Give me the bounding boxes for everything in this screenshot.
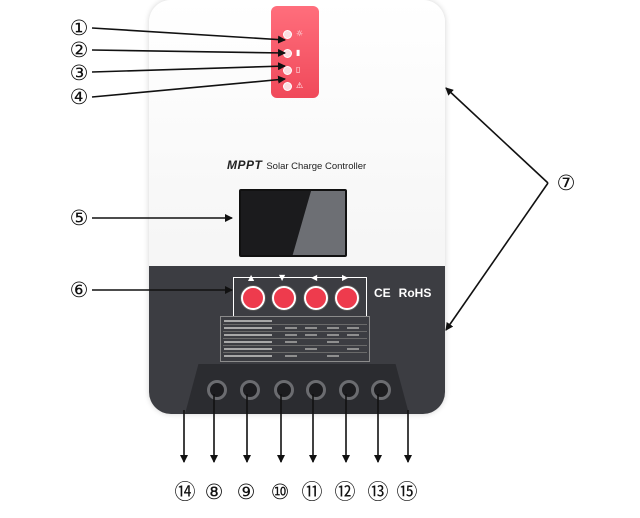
callout-label-2: ② [70,38,89,62]
product-name: Solar Charge Controller [266,161,367,172]
lcd-display [239,189,347,257]
spec-value [285,341,297,343]
right-button[interactable]: ▶ [335,274,359,310]
sun-icon: ☼ [296,29,304,38]
spec-label [224,348,272,350]
led-dot-icon [283,81,292,91]
callout-arrow-7a [445,87,549,184]
callout-label-1: ① [70,16,89,40]
spec-value [305,348,317,350]
led-indicator-1: ☼ [283,28,309,40]
callout-arrow-2 [91,48,286,57]
spec-label [224,334,272,336]
spec-value [285,327,297,329]
arrow-up-icon: ▲ [248,273,255,282]
spec-value [305,327,317,329]
callout-label-4: ④ [70,85,89,109]
battery-full-icon: ▮ [296,48,301,57]
certification-marks: CE RoHS [374,286,431,300]
arrow-down-icon: ▼ [279,273,286,282]
terminal-screw [306,380,326,400]
spec-value [327,341,339,343]
led-dot-icon [283,29,292,39]
spec-value [327,334,339,336]
callout-label-5: ⑤ [70,206,89,230]
rohs-mark: RoHS [398,286,432,300]
spec-label [224,341,272,343]
spec-value [285,355,297,357]
spec-row-divider [223,338,367,339]
callout-label-6: ⑥ [70,278,89,302]
spec-value [347,327,359,329]
spec-value [327,327,339,329]
arrow-left-icon: ◀ [311,273,318,282]
callout-label-8: ⑧ [205,480,224,504]
ce-mark: CE [374,286,391,300]
spec-value [347,348,359,350]
spec-table [220,316,370,362]
led-indicator-4: ⚠ [283,80,309,92]
terminal-screw [339,380,359,400]
callout-label-13: ⑬ [368,480,389,504]
callout-arrow-7b [445,182,549,331]
callout-arrow-1 [91,27,286,44]
callout-label-3: ③ [70,61,89,85]
terminal-screw [371,380,391,400]
callout-label-10: ⑩ [271,480,290,504]
callout-label-9: ⑨ [237,480,256,504]
callout-arrow-4 [91,75,286,98]
spec-row-divider [223,345,367,346]
terminal-screw [274,380,294,400]
callout-label-7: ⑦ [557,171,576,195]
spec-value [285,334,297,336]
spec-row-divider [223,331,367,332]
down-button[interactable]: ▼ [272,274,296,310]
callout-label-14: ⑭ [175,480,196,504]
left-button[interactable]: ◀ [304,274,328,310]
spec-row-divider [223,352,367,353]
callout-label-15: ⑮ [397,480,418,504]
spec-value [327,355,339,357]
spec-row-divider [223,324,367,325]
arrow-right-icon: ▶ [342,273,349,282]
terminal-screw [207,380,227,400]
spec-label [224,327,272,329]
spec-label [224,320,272,322]
terminal-screw [240,380,260,400]
battery-icon: ▯ [296,65,301,74]
callout-label-11: ⑪ [302,480,323,504]
callout-label-12: ⑫ [335,480,356,504]
product-brand: MPPT [227,158,263,172]
spec-value [347,334,359,336]
spec-value [305,334,317,336]
spec-label [224,355,272,357]
callout-arrow-3 [91,62,286,73]
warning-icon: ⚠ [296,81,304,90]
up-button[interactable]: ▲ [241,274,265,310]
